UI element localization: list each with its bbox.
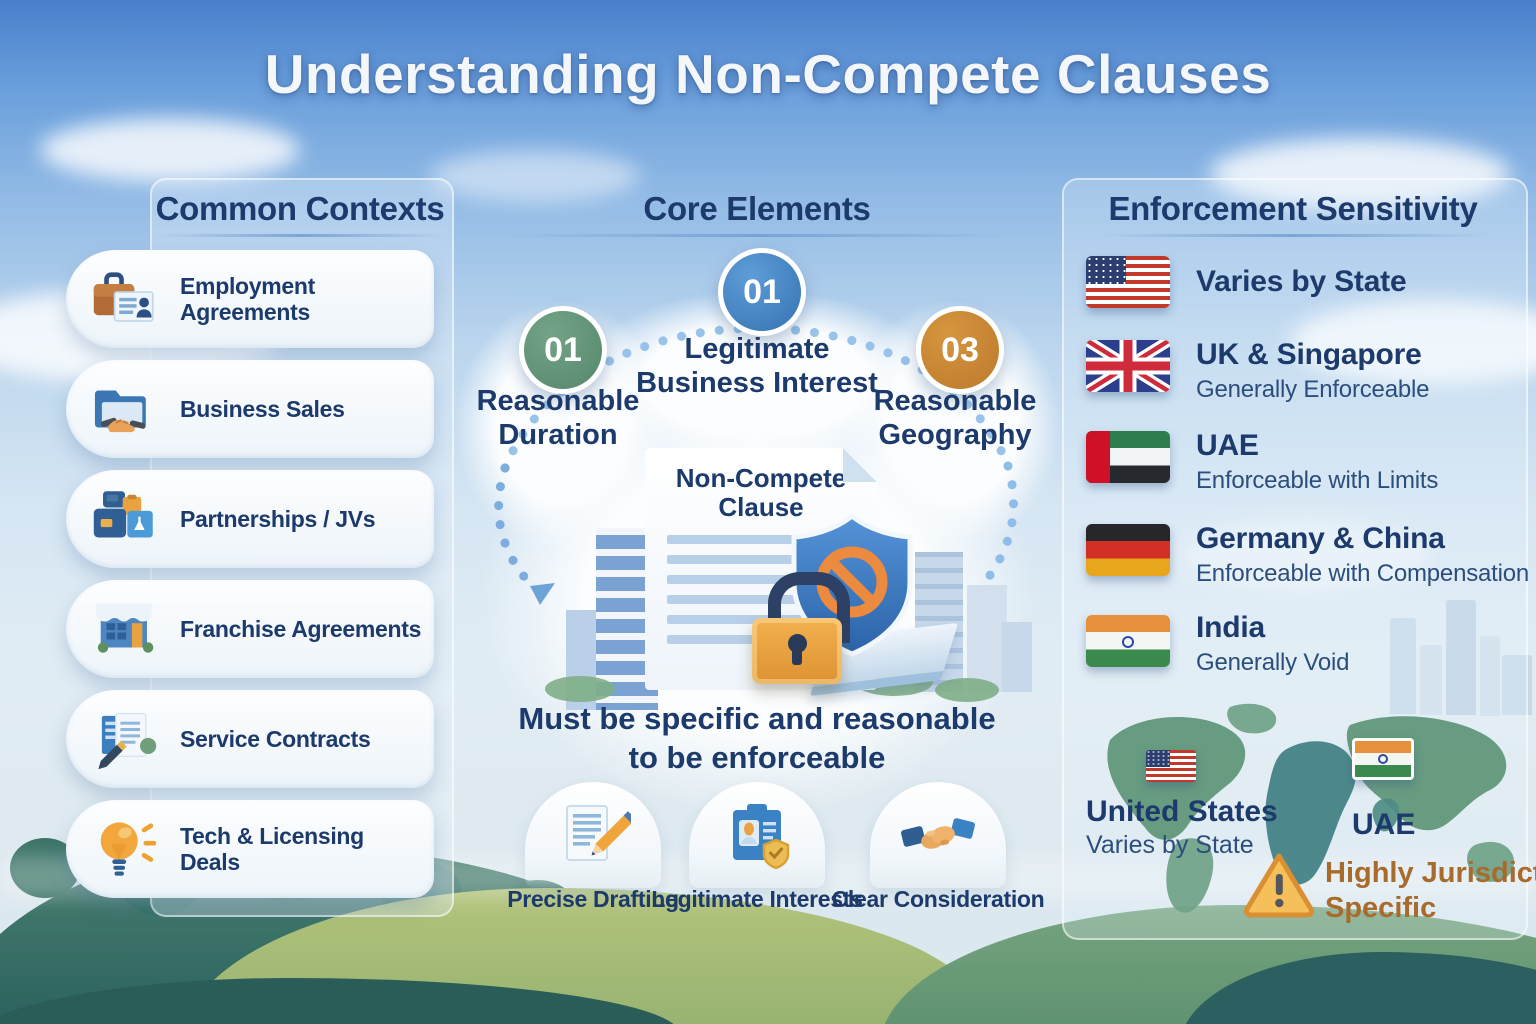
enforcement-row-title: Varies by State [1196, 265, 1407, 298]
skyline-building [1480, 636, 1500, 716]
step-circle-geography: 03 [916, 306, 1004, 394]
city-building [1002, 622, 1032, 692]
document-pencil-icon [566, 805, 631, 861]
germany-flag-icon [1086, 524, 1170, 576]
cloud [1290, 300, 1536, 384]
cloud [1180, 520, 1430, 590]
skyline-building [1446, 600, 1476, 715]
map-label-uae: UAE [1352, 808, 1416, 841]
step-circle-interest: 01 [718, 248, 806, 336]
india-flag-icon [1086, 615, 1170, 667]
map-label-united-states: United States [1086, 795, 1278, 828]
context-label: Tech & Licensing Deals [180, 822, 364, 875]
enforcement-row-subtitle: Enforceable with Limits [1196, 467, 1439, 494]
folder-handshake-icon [88, 372, 162, 446]
enforcement-row-subtitle: Generally Void [1196, 649, 1350, 676]
contract-pen-icon [88, 702, 162, 776]
pillar-legitimate-interests [689, 782, 825, 888]
badge-shield-icon [733, 804, 790, 870]
enforcement-row-subtitle: Enforceable with Compensation [1196, 560, 1530, 587]
handshake-icon [901, 818, 975, 849]
context-card-service: Service Contracts [66, 690, 434, 788]
cloud [1210, 138, 1510, 210]
cloud [40, 118, 300, 182]
text-line [667, 615, 837, 625]
enforcement-row-title: Germany & China [1196, 522, 1445, 555]
briefcase-id-card-icon [88, 262, 162, 336]
context-card-tech-licensing: Tech & Licensing Deals [66, 800, 434, 898]
uae-flag-band [1086, 431, 1110, 483]
us-flag-canton [1086, 256, 1126, 284]
india-flag-map-icon [1352, 738, 1414, 780]
enforceability-note: Must be specific and reasonable to be en… [518, 701, 996, 775]
context-card-employment: Employment Agreements [66, 250, 434, 348]
us-flag-canton [1146, 750, 1170, 767]
us-flag-map-icon [1146, 750, 1196, 782]
storefront-icon [88, 592, 162, 666]
core-elements-header: Core Elements [643, 190, 871, 227]
context-card-partnerships: Partnerships / JVs [66, 470, 434, 568]
warning-label: Highly Jurisdiction-Specific [1325, 857, 1536, 924]
text-line [667, 635, 813, 645]
common-contexts-header: Common Contexts [155, 190, 445, 227]
page-title: Understanding Non-Compete Clauses [264, 43, 1272, 105]
pillar-label: Legitimate Interests [651, 886, 863, 912]
warning-triangle-icon [1244, 853, 1314, 918]
step-circle-duration: 01 [519, 306, 607, 394]
enforcement-row-title: UK & Singapore [1196, 338, 1422, 371]
context-card-business-sales: Business Sales [66, 360, 434, 458]
step-label-interest: Legitimate Business Interest [636, 333, 878, 400]
keyhole-stem [792, 648, 802, 665]
skyline-building [1390, 618, 1416, 714]
enforcement-row-title: UAE [1196, 429, 1259, 462]
text-line [667, 535, 855, 545]
enforcement-row-subtitle: Generally Enforceable [1196, 376, 1430, 403]
context-label: Partnerships / JVs [180, 505, 376, 532]
header-underline [507, 234, 1007, 237]
india-flag-chakra [1122, 636, 1134, 648]
enforcement-row-title: India [1196, 611, 1266, 644]
pillar-precise-drafting [525, 782, 661, 888]
uae-flag-icon [1086, 431, 1170, 483]
enforcement-header: Enforcement Sensitivity [1108, 190, 1478, 227]
padlock-shackle [768, 572, 850, 643]
briefcases-icon [88, 482, 162, 556]
skyline-building [1420, 645, 1442, 715]
lightbulb-icon [88, 812, 162, 886]
cloud [430, 150, 640, 202]
text-line [667, 555, 855, 565]
step-label-duration: Reasonable Duration [476, 385, 640, 452]
header-underline [158, 234, 446, 237]
us-flag-icon [1086, 256, 1170, 308]
context-label: Business Sales [180, 395, 345, 422]
uk-flag-icon [1086, 340, 1170, 392]
header-underline [1098, 234, 1488, 237]
pillar-clear-consideration [870, 782, 1006, 888]
india-flag-chakra [1378, 754, 1388, 764]
context-label: Franchise Agreements [180, 615, 422, 642]
pillar-label: Clear Consideration [831, 886, 1045, 912]
bush [545, 676, 615, 702]
step-label-geography: Reasonable Geography [873, 385, 1037, 452]
context-card-franchise: Franchise Agreements [66, 580, 434, 678]
document-title: Non-Compete Clause [675, 463, 847, 522]
text-line [667, 575, 825, 585]
text-line [667, 595, 855, 605]
city-building [967, 585, 1007, 692]
pillar-label: Precise Drafting [507, 886, 679, 912]
bush [935, 678, 999, 702]
context-label: Employment Agreements [180, 272, 316, 325]
map-sublabel-united-states: Varies by State [1086, 831, 1254, 859]
context-label: Service Contracts [180, 725, 371, 752]
